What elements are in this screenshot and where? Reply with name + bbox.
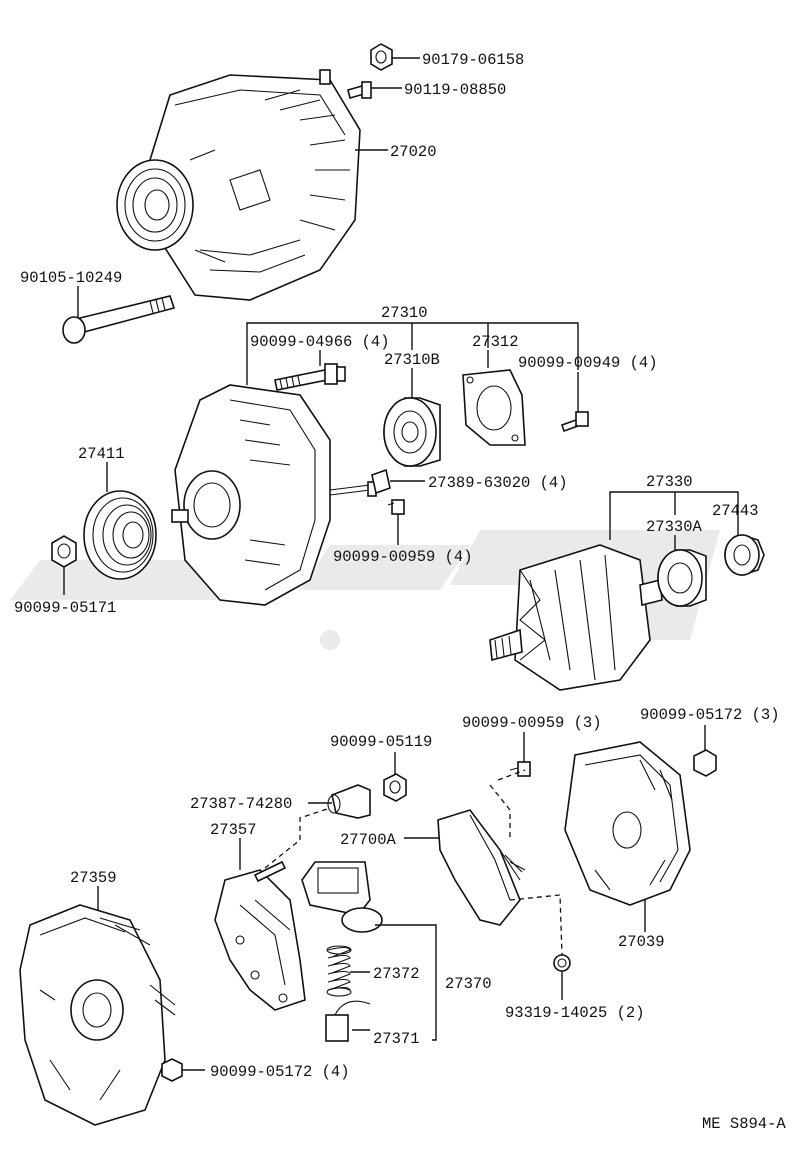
rear-cover-27359-illustration	[19, 904, 176, 1126]
rotor-27330-illustration	[489, 544, 663, 691]
nut-90099-05171-illustration	[51, 535, 77, 568]
label-27372: 27372	[373, 965, 420, 983]
leader-lines	[63, 57, 739, 1071]
label-90099-00959-3: 90099-00959 (3)	[462, 714, 602, 732]
screw-90099-00959-illustration	[387, 499, 405, 515]
label-90119-08850: 90119-08850	[404, 81, 506, 99]
screw-90099-00959-3-illustration	[509, 761, 531, 777]
label-27370: 27370	[445, 975, 492, 993]
rear-end-frame-27039-illustration	[564, 741, 691, 906]
bolt-90119-08850-illustration	[347, 81, 372, 99]
label-90099-00959-4: 90099-00959 (4)	[333, 548, 473, 566]
nut-90099-05172-3-illustration	[693, 749, 717, 777]
label-27310B: 27310B	[384, 351, 440, 369]
nut-90099-05172-4-illustration	[161, 1058, 183, 1082]
bolt-90105-10249-illustration	[62, 295, 176, 344]
label-27359: 27359	[70, 869, 117, 887]
label-27443: 27443	[712, 502, 759, 520]
bearing-27310B-illustration	[383, 397, 441, 467]
label-27371: 27371	[373, 1030, 420, 1048]
label-90179-06158: 90179-06158	[422, 51, 524, 69]
label-27020: 27020	[390, 143, 437, 161]
collar-27389-63020-illustration	[371, 468, 391, 495]
drive-end-frame-27310-illustration	[171, 384, 377, 606]
label-27310: 27310	[381, 304, 428, 322]
brush-holder-27370-illustration	[301, 861, 383, 933]
label-90099-04966: 90099-04966 (4)	[250, 333, 390, 351]
label-90099-05172-4: 90099-05172 (4)	[210, 1063, 350, 1081]
spring-27372-illustration	[326, 945, 352, 997]
dashed-alignment-lines	[264, 769, 563, 956]
label-93319-14025: 93319-14025 (2)	[505, 1004, 645, 1022]
diagram-code: ME S894-A	[702, 1115, 786, 1133]
label-27330: 27330	[646, 473, 693, 491]
label-27039: 27039	[618, 933, 665, 951]
label-90099-05119: 90099-05119	[330, 733, 432, 751]
rectifier-holder-27357-illustration	[214, 860, 306, 1011]
nut-90099-05119-illustration	[383, 773, 407, 802]
pulley-27411-illustration	[83, 490, 157, 580]
label-27357: 27357	[210, 821, 257, 839]
label-27411: 27411	[78, 445, 125, 463]
brush-27371-illustration	[325, 1000, 371, 1042]
bolt-90099-04966-illustration	[274, 363, 346, 391]
screw-90099-00949-illustration	[560, 411, 589, 433]
alternator-assembly-illustration	[116, 69, 361, 301]
label-90099-05172-3: 90099-05172 (3)	[640, 706, 780, 724]
regulator-27700A-illustration	[437, 809, 526, 926]
bush-93319-14025-illustration	[553, 954, 571, 972]
label-90099-05171: 90099-05171	[14, 599, 116, 617]
cover-27443-illustration	[724, 534, 765, 576]
insulator-27387-74280-illustration	[327, 784, 371, 819]
label-90099-00949: 90099-00949 (4)	[518, 354, 658, 372]
label-90105-10249: 90105-10249	[20, 269, 122, 287]
retainer-plate-27312-illustration	[462, 369, 526, 446]
label-27312: 27312	[472, 333, 519, 351]
label-27330A: 27330A	[646, 518, 703, 536]
label-27700A: 27700A	[340, 831, 397, 849]
bearing-27330A-illustration	[657, 549, 707, 607]
label-27389-63020: 27389-63020 (4)	[428, 474, 568, 492]
nut-90179-06158-illustration	[370, 43, 393, 71]
label-27387-74280: 27387-74280	[190, 795, 292, 813]
